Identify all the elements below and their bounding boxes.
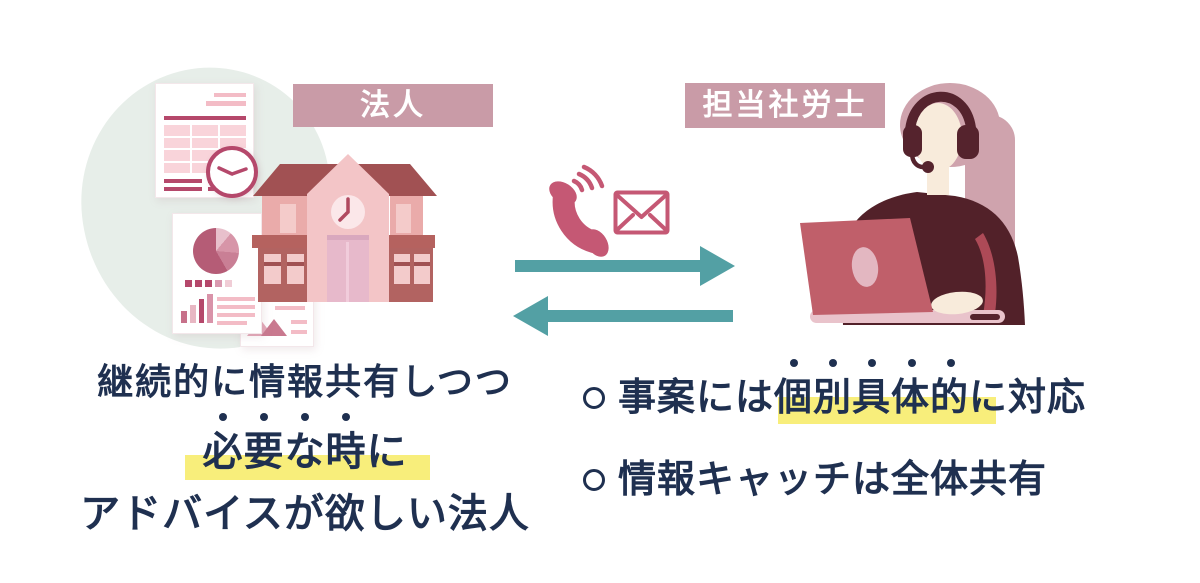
clock-icon [206, 146, 258, 198]
arrow-right-icon [515, 246, 735, 286]
caption-line-3: アドバイスが欲しい法人 [80, 492, 530, 536]
bullet-circle-icon [583, 469, 605, 491]
legend-squares [185, 280, 232, 287]
caption-line-2: 必要な時に [55, 413, 555, 476]
caption-line-1: 継続的に情報共有しつつ [97, 361, 513, 402]
report-document-icon [172, 213, 262, 334]
bullet-circle-icon [583, 387, 605, 409]
highlighted-text: 必要な時に [202, 430, 408, 474]
face [914, 103, 962, 171]
text-lines [217, 297, 255, 329]
consultant-points: 事案には個別具体的に対応 情報キャッチは全体共有 [583, 359, 1183, 504]
arrow-left-icon [513, 296, 733, 336]
headset-icon [903, 91, 979, 173]
corporation-caption: 継続的に情報共有しつつ 必要な時に アドバイスが欲しい法人 [55, 360, 555, 538]
phone-icon [549, 164, 609, 257]
corporation-label: 法人 [293, 84, 493, 127]
consultant-label: 担当社労士 [685, 83, 885, 128]
bar-chart-icon [181, 294, 213, 323]
emphasis-dots [203, 413, 367, 421]
bullet-2-text: 情報キャッチは全体共有 [618, 459, 1048, 501]
hand [931, 291, 983, 315]
mail-icon [613, 190, 670, 235]
laptop-icon [800, 218, 1000, 320]
bullet-1-text: 事案には個別具体的に対応 [618, 359, 1086, 422]
emphasis-dots [774, 359, 971, 367]
highlighted-text: 個別具体的に [774, 377, 1009, 419]
pie-chart-icon [193, 228, 239, 274]
bullet-point-1: 事案には個別具体的に対応 [583, 359, 1183, 422]
bullet-point-2: 情報キャッチは全体共有 [583, 456, 1183, 504]
operator-illustration [800, 83, 1025, 325]
building-icon [252, 154, 437, 302]
